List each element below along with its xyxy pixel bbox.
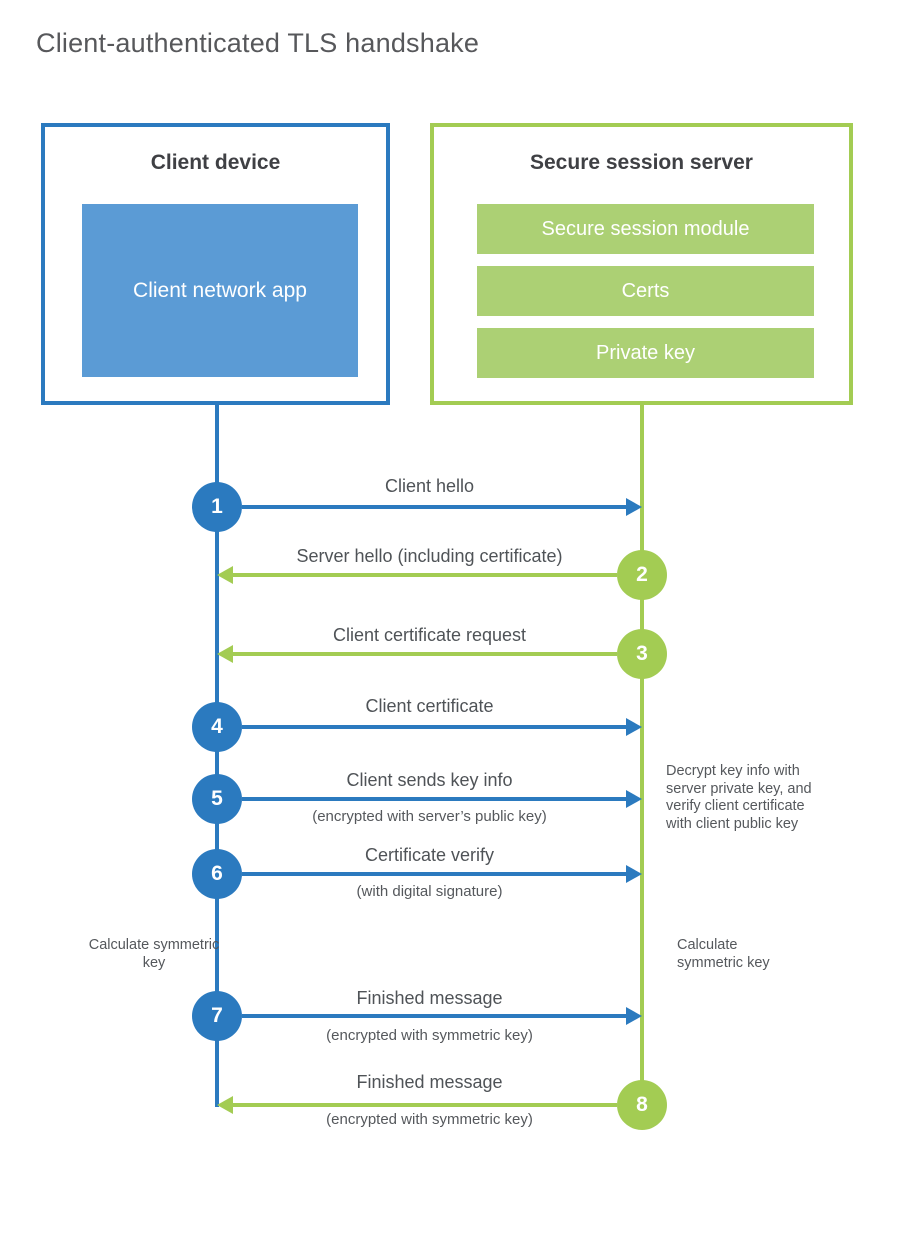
step-5-label: Client sends key info xyxy=(346,770,513,790)
step-8-arrow xyxy=(233,1103,617,1107)
page-title: Client-authenticated TLS handshake xyxy=(36,28,480,58)
step-6-circle: 6 xyxy=(192,849,242,899)
step-3-arrow xyxy=(233,652,617,656)
secure-session-server-title: Secure session server xyxy=(530,151,753,174)
step-1-arrowhead-icon xyxy=(626,498,642,516)
step-6-label: Certificate verify xyxy=(364,845,495,865)
step-8-label: Finished message xyxy=(356,1072,503,1092)
step-1-circle: 1 xyxy=(192,482,242,532)
step-8-circle: 8 xyxy=(617,1080,667,1130)
server-lifeline xyxy=(640,405,644,1105)
calc-symmetric-key-note-left: Calculate symmetric key xyxy=(88,937,220,971)
client-device-title: Client device xyxy=(150,151,281,174)
step-6-sublabel: (with digital signature) xyxy=(356,883,503,900)
step-8-sublabel: (encrypted with symmetric key) xyxy=(326,1111,533,1128)
step-8-arrowhead-icon xyxy=(217,1096,233,1114)
client-device-box: Client device Client network app xyxy=(41,123,390,405)
server-module-bar: Secure session module xyxy=(477,204,814,254)
client-lifeline xyxy=(215,405,219,1107)
step-6-arrowhead-icon xyxy=(626,865,642,883)
step-4-arrowhead-icon xyxy=(626,718,642,736)
step-7-label: Finished message xyxy=(356,988,503,1008)
step-7-arrowhead-icon xyxy=(626,1007,642,1025)
step-3-label: Client certificate request xyxy=(332,625,527,645)
step-7-circle: 7 xyxy=(192,991,242,1041)
step-1-arrow xyxy=(242,505,626,509)
client-network-app-label: Client network app xyxy=(133,278,307,302)
step-6-arrow xyxy=(242,872,626,876)
step-4-label: Client certificate xyxy=(365,696,494,716)
step-3-arrowhead-icon xyxy=(217,645,233,663)
step-2-circle: 2 xyxy=(617,550,667,600)
step-2-label: Server hello (including certificate) xyxy=(296,546,563,566)
secure-session-server-box: Secure session server Secure session mod… xyxy=(430,123,853,405)
step-4-arrow xyxy=(242,725,626,729)
calc-symmetric-key-note-right: Calculate symmetric key xyxy=(677,937,770,971)
step-2-arrowhead-icon xyxy=(217,566,233,584)
step-7-arrow xyxy=(242,1014,626,1018)
step-1-label: Client hello xyxy=(384,476,475,496)
step-2-arrow xyxy=(233,573,617,577)
server-certs-bar: Certs xyxy=(477,266,814,316)
client-network-app-box: Client network app xyxy=(82,204,358,377)
server-private-key-bar: Private key xyxy=(477,328,814,378)
step-4-circle: 4 xyxy=(192,702,242,752)
step-5-sublabel: (encrypted with server’s public key) xyxy=(312,808,547,825)
decrypt-note: Decrypt key info with server private key… xyxy=(666,763,812,832)
step-3-circle: 3 xyxy=(617,629,667,679)
step-5-arrowhead-icon xyxy=(626,790,642,808)
step-5-arrow xyxy=(242,797,626,801)
step-5-circle: 5 xyxy=(192,774,242,824)
step-7-sublabel: (encrypted with symmetric key) xyxy=(326,1027,533,1044)
